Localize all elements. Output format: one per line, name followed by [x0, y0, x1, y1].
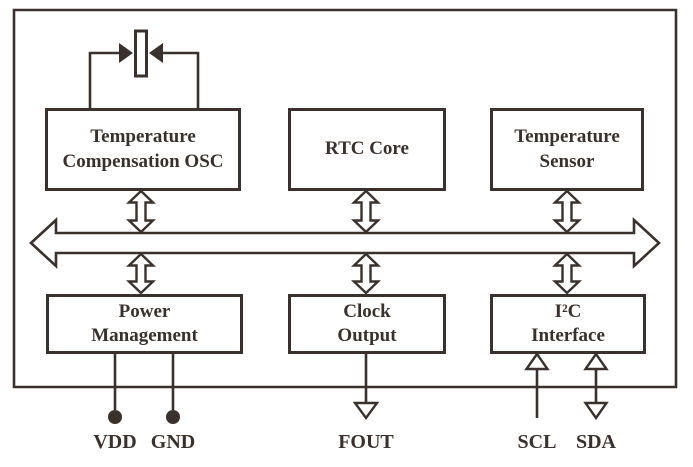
block-label: Compensation OSC [62, 150, 224, 172]
block-label: RTC Core [325, 138, 409, 160]
sda-pin [586, 354, 607, 418]
block-clock-output: Clock Output [288, 294, 446, 354]
block-label: Output [337, 325, 397, 346]
block-label: Temperature [514, 126, 620, 148]
bus-connector-arrow-tsensor [555, 191, 579, 232]
bus-connector-arrow-tco [129, 191, 153, 232]
block-power-management: Power Management [46, 294, 243, 354]
pin-label-vdd: VDD [93, 431, 137, 453]
bus-connector-arrow-power [129, 254, 153, 293]
chip-boundary [14, 10, 676, 387]
pin-label-gnd: GND [150, 431, 196, 453]
bus-connector-arrow-clock [354, 254, 378, 293]
scl-pin [527, 354, 548, 418]
pin-label-sda: SDA [575, 431, 617, 453]
pin-label-scl: SCL [517, 431, 557, 453]
block-temperature-sensor: Temperature Sensor [490, 108, 644, 191]
block-rtc-core: RTC Core [288, 108, 446, 191]
block-label: Interface [531, 325, 605, 346]
gnd-pin [166, 353, 180, 424]
crystal-oscillator-icon [90, 31, 198, 108]
vdd-pin [108, 353, 122, 424]
bus-connector-arrow-i2c [555, 254, 579, 293]
block-label: Management [91, 325, 198, 346]
bus-connector-arrow-rtc [354, 191, 378, 232]
block-label: I²C [554, 300, 582, 322]
block-i2c-interface: I²C Interface [490, 294, 646, 354]
pin-label-fout: FOUT [338, 431, 394, 453]
block-label: Clock [343, 300, 391, 322]
fout-pin [355, 353, 377, 418]
block-label: Temperature [90, 126, 196, 148]
system-bus-arrow [31, 220, 659, 266]
block-label: Sensor [539, 150, 595, 172]
block-temperature-compensation-osc: Temperature Compensation OSC [45, 108, 241, 191]
block-label: Power [118, 300, 171, 322]
